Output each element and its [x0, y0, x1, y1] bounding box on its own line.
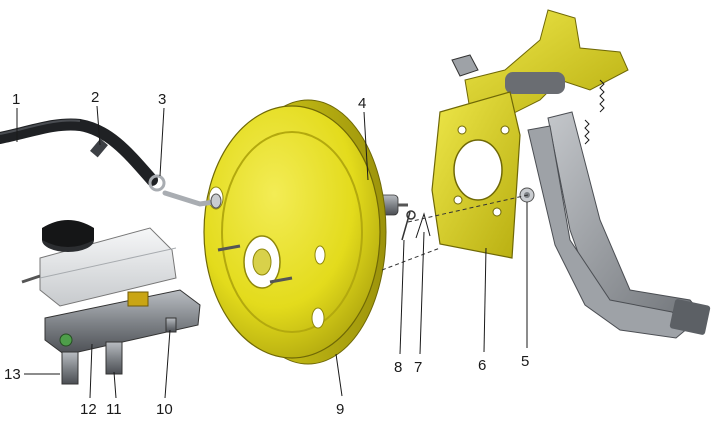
cylinder-mount-nut: [165, 317, 177, 333]
booster-stud: [217, 244, 241, 252]
callout-4: 4: [358, 95, 366, 112]
cotter-pin: [415, 212, 431, 239]
vacuum-inlet-pipe: [162, 190, 217, 207]
leader-line-7: [419, 231, 425, 355]
callout-labels: 1 2 3 4 5 6 7 8 9 10 11 12 13: [4, 89, 529, 418]
hose-check-valve: [90, 138, 108, 158]
callout-3: 3: [158, 91, 166, 108]
plate-hole: [492, 207, 502, 217]
pedal-pad: [669, 299, 711, 335]
brake-line-fitting-rear: [105, 341, 123, 375]
leader-line-8: [399, 239, 405, 355]
cylinder-port-fitting: [127, 291, 149, 307]
alignment-line: [381, 247, 441, 271]
fluid-reservoir: [39, 227, 177, 307]
level-sensor-connector: [21, 274, 41, 284]
clevis-pin-clip: [406, 210, 416, 220]
vacuum-brake-booster: [203, 99, 387, 365]
callout-1: 1: [12, 91, 20, 108]
leader-line-11: [113, 371, 117, 399]
master-cylinder-assembly: [21, 220, 201, 385]
leader-line-3: [159, 107, 165, 177]
return-spring-2: [584, 119, 590, 145]
booster-front-shell: [203, 105, 381, 359]
stop-lamp-switch: [451, 54, 479, 77]
brake-pedal-arm: [547, 111, 706, 331]
leader-line-4: [363, 111, 369, 181]
callout-6: 6: [478, 357, 486, 374]
brake-line-fitting-front: [61, 351, 79, 385]
booster-hole: [314, 245, 326, 265]
vacuum-hose: [0, 118, 158, 186]
reservoir-level-line: [39, 247, 177, 279]
callout-10: 10: [156, 401, 173, 418]
hose-highlight: [0, 119, 81, 135]
vacuum-hose-assembly: [0, 118, 222, 209]
reservoir-cap: [42, 220, 94, 247]
pedal-pivot-shaft: [505, 72, 565, 94]
socket-inner: [252, 248, 272, 276]
plate-hole: [453, 195, 463, 205]
callout-5: 5: [521, 353, 529, 370]
return-spring: [599, 79, 605, 113]
leader-line-6: [483, 247, 487, 353]
leader-line-9: [335, 353, 343, 397]
cylinder-plug: [59, 333, 73, 347]
callout-8: 8: [394, 359, 402, 376]
callout-2: 2: [91, 89, 99, 106]
callout-12: 12: [80, 401, 97, 418]
callout-11: 11: [106, 401, 122, 418]
plate-hole: [500, 125, 510, 135]
booster-stud: [269, 276, 293, 284]
clevis-pin: [401, 211, 411, 241]
inlet-fitting: [210, 193, 222, 209]
callout-7: 7: [414, 359, 422, 376]
hose-clamp: [148, 174, 166, 192]
callout-13: 13: [4, 366, 21, 383]
callout-9: 9: [336, 401, 344, 418]
booster-ridge: [221, 131, 363, 333]
callout-leaders: [16, 105, 528, 399]
plate-hole: [457, 125, 467, 135]
booster-hole: [311, 307, 325, 329]
leader-line-10: [164, 329, 171, 399]
leader-line-2: [96, 105, 101, 146]
leader-line-12: [89, 343, 93, 399]
master-cylinder-body: [44, 289, 201, 356]
pedal-assembly: [431, 9, 711, 339]
plate-center-opening: [453, 139, 503, 201]
